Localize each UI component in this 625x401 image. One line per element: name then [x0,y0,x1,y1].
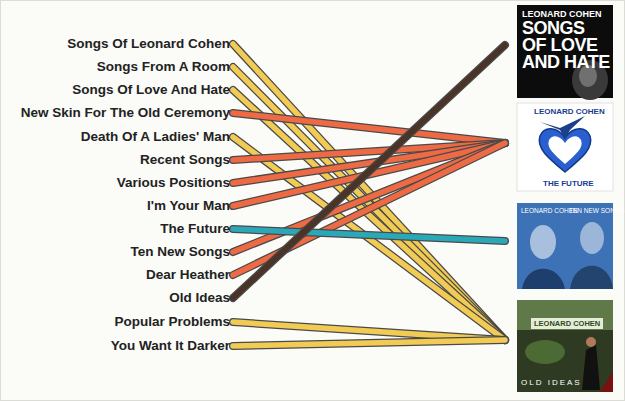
cover-text: LEONARD COHEN [534,107,605,116]
connector-stroke [233,67,505,340]
face-shape [580,222,604,254]
album-name: Old Ideas [167,289,230,307]
connector-line [233,67,505,340]
connector-stroke [233,67,505,340]
foliage [517,300,613,330]
bird-shape [540,116,585,140]
album-name: Songs Of Love And Hate [70,81,230,99]
album-title: Popular Problems [112,313,230,331]
album-name: You Want It Darker [108,337,230,355]
album-name: Recent Songs [137,151,230,169]
album-name: Songs From A Room [94,58,230,76]
album-title: Songs Of Leonard Cohen [65,35,230,53]
connector-stroke [233,113,505,143]
connector-stroke [233,229,505,241]
album-title: New Skin For The Old Ceremony [18,104,230,122]
album-name: Dear Heather [143,266,230,284]
album-title: The Future [158,220,230,238]
connector-line [233,229,505,241]
connector-stroke [233,340,505,346]
connector-stroke [233,45,505,298]
album-title: I'm Your Man [145,197,230,215]
album-name: Songs Of Leonard Cohen [65,35,230,53]
face-shape [530,225,556,259]
cover-text: THE FUTURE [543,179,594,188]
album-name: Popular Problems [112,313,230,331]
album-name: I'm Your Man [145,197,230,215]
album-title: Dear Heather [143,266,230,284]
cover-text: LEONARD COHEN [531,318,603,329]
connector-line [233,44,505,340]
album-title: Various Positions [114,174,230,192]
album-name: The Future [158,220,230,238]
cover-art [517,300,613,392]
connector-stroke [233,113,505,143]
connector-stroke [233,44,505,340]
album-title: Recent Songs [137,151,230,169]
album-title: Old Ideas [167,289,230,307]
album-title: Songs Of Love And Hate [70,81,230,99]
album-name: Various Positions [114,174,230,192]
album-title: You Want It Darker [108,337,230,355]
connector-stroke [233,340,505,346]
shadow-shape [600,372,613,392]
cover-text: TEN NEW SONGS [569,207,624,214]
album-name: New Skin For The Old Ceremony [18,104,230,122]
figure-shape [570,266,613,289]
album-name: Death Of A Ladies' Man [78,128,230,146]
connector-stroke [233,45,505,298]
album-cover: LEONARD COHENSONGS OF LOVE AND HATE [505,5,613,98]
album-name: Ten New Songs [128,243,230,261]
figure-shape [582,345,600,390]
connector-line [233,340,505,346]
album-cover: LEONARD COHENTEN NEW SONGS [505,203,613,289]
heart-shape [548,136,581,164]
figure-shape [586,337,596,347]
cover-art [517,203,613,289]
connector-line [233,113,505,143]
album-title: Songs From A Room [94,58,230,76]
cover-text: SONGS OF LOVE AND HATE [522,20,612,71]
cover-art [517,103,613,191]
cover-text: OLD IDEAS [521,378,582,387]
connector-stroke [233,44,505,340]
connector-line [233,90,505,340]
connector-stroke [233,229,505,241]
connector-line [233,45,505,298]
foliage [525,340,565,364]
album-cover: LEONARD COHEN THE FUTURE [505,103,613,191]
connector-stroke [233,90,505,340]
figure-shape [522,269,565,289]
cover-text: LEONARD COHEN [522,9,602,19]
album-title: Ten New Songs [128,243,230,261]
connector-stroke [233,90,505,340]
album-title: Death Of A Ladies' Man [78,128,230,146]
album-cover: LEONARD COHEN OLD IDEAS [505,300,613,392]
